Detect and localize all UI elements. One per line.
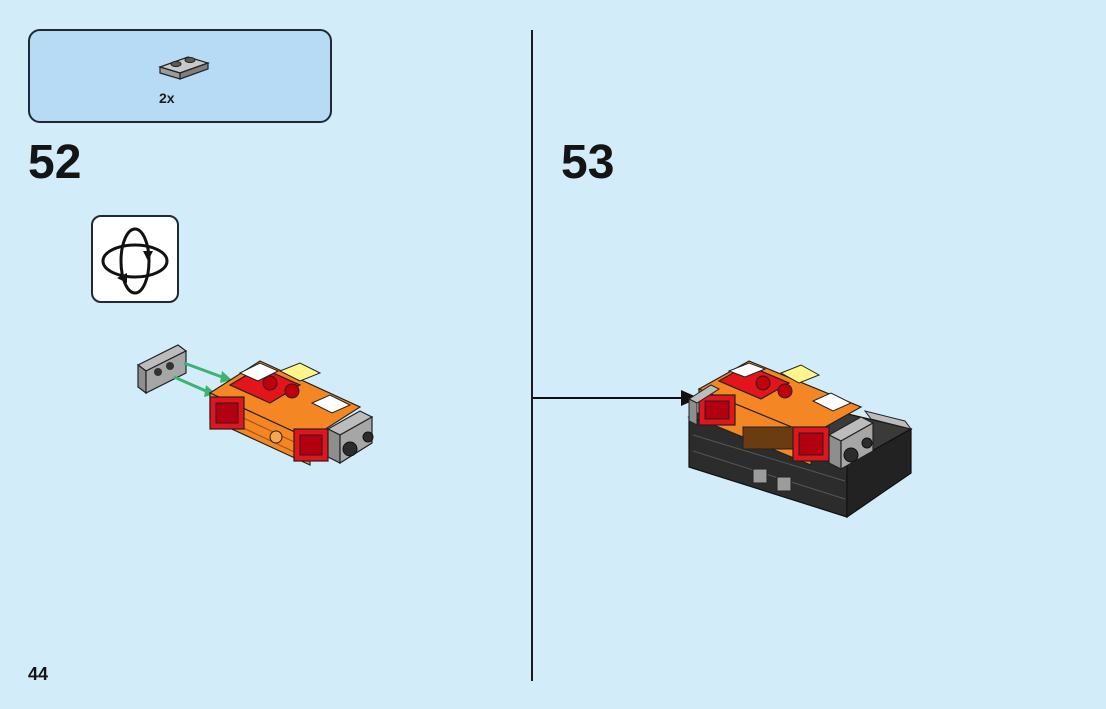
step-52-assembly-illustration bbox=[136, 344, 374, 466]
parts-callout: 2x bbox=[28, 29, 332, 123]
rotate-model-icon bbox=[101, 227, 169, 295]
rotate-model-box bbox=[91, 215, 179, 303]
step-53-attach-arrow bbox=[533, 390, 699, 406]
step-number-52: 52 bbox=[28, 136, 82, 189]
step-number-53: 53 bbox=[561, 136, 615, 189]
step-divider bbox=[531, 30, 533, 681]
page-number: 44 bbox=[28, 664, 49, 684]
step-53-assembly-illustration bbox=[687, 360, 913, 519]
plate-1x2-light-gray-icon bbox=[158, 56, 210, 80]
part-quantity: 2x bbox=[159, 90, 175, 106]
